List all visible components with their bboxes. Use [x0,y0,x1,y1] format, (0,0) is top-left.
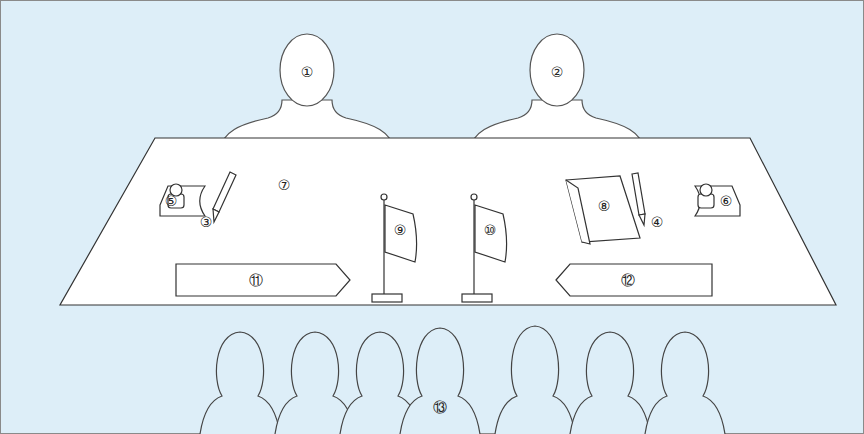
callout-number: ⑫ [621,273,635,287]
pen [213,172,236,222]
blotter [160,184,205,216]
callout-number: ① [301,65,314,79]
callout-number: ⑥ [720,194,733,208]
signing-table [60,138,836,305]
signatory-silhouette [220,34,394,150]
blotter [695,184,740,216]
callout-number: ⑬ [433,400,447,414]
callout-number: ⑤ [165,194,178,208]
callout-number: ④ [651,215,664,229]
table-flag [462,194,507,302]
name-plate [176,264,350,296]
callout-number: ⑦ [278,178,291,192]
table-flag [372,194,417,302]
callout-number: ⑧ [598,199,611,213]
document-folder [566,176,640,244]
name-plate [556,264,712,296]
callout-number: ⑨ [394,223,407,237]
callout-number: ⑪ [249,273,263,287]
callout-number: ② [551,65,564,79]
signatory-silhouette [470,34,644,150]
callout-number: ③ [200,215,213,229]
pen [632,173,645,225]
audience [200,326,725,434]
callout-number: ⑩ [484,223,497,237]
